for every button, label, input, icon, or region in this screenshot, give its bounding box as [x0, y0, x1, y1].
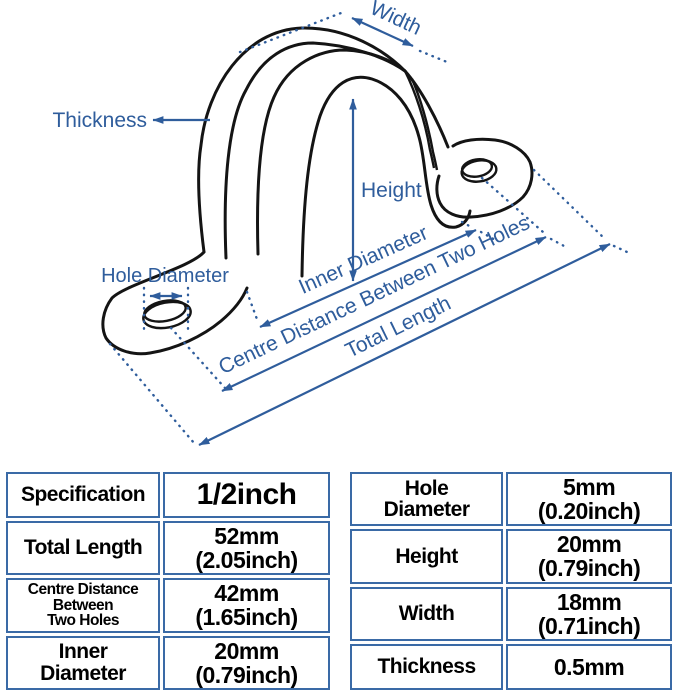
strap-right-inner-edge-1	[403, 70, 436, 169]
guide-tail-centre	[549, 237, 566, 248]
row-label: Inner Diameter	[6, 635, 161, 690]
row-value: 0.5mm	[506, 643, 672, 690]
row-value: 20mm (0.79inch)	[163, 635, 330, 690]
clamp-line-art	[101, 26, 534, 356]
strap-arch-2	[223, 41, 407, 260]
table-row: Thickness 0.5mm	[350, 643, 672, 690]
guide-right-foot-to-inner	[460, 220, 475, 230]
right-foot-hole-rim	[460, 158, 494, 178]
table-row: Height 20mm (0.79inch)	[350, 529, 672, 584]
table-row: Total Length 52mm (2.05inch)	[6, 521, 330, 576]
width-arrow	[351, 17, 414, 47]
right-foot-hole	[460, 159, 498, 183]
row-label: Hole Diameter	[350, 472, 504, 527]
height-label: Height	[361, 179, 422, 202]
table-row: Centre Distance Between Two Holes 42mm (…	[6, 578, 330, 633]
guide-right-hole-to-centre	[480, 176, 545, 234]
dimension-callouts: Width Thickness Height Hole Diameter	[52, 0, 629, 446]
spec-table-left: Specification 1/2inch Total Length 52mm …	[3, 469, 333, 693]
strap-arch-3	[256, 48, 407, 256]
table-row: Width 18mm (0.71inch)	[350, 586, 672, 641]
table-row: Inner Diameter 20mm (0.79inch)	[6, 635, 330, 690]
row-label: Height	[350, 529, 504, 584]
dimension-diagram: Width Thickness Height Hole Diameter	[52, 0, 629, 446]
strap-right-inner-edge-2	[410, 78, 439, 171]
left-foot-hole	[142, 300, 192, 330]
guide-left-leg-to-inner	[245, 290, 260, 324]
row-label: Total Length	[6, 521, 161, 576]
total-length-arrow	[198, 243, 611, 446]
row-value: 1/2inch	[163, 472, 330, 518]
guide-left-corner-to-total	[108, 342, 196, 445]
spec-table-right: Hole Diameter 5mm (0.20inch) Height 20mm…	[347, 469, 675, 693]
strap-right-outer-edge	[403, 69, 450, 149]
row-value: 42mm (1.65inch)	[163, 578, 330, 633]
guide-tail-total	[612, 244, 629, 254]
saddle-clamp-drawing: Width Thickness Height Hole Diameter	[52, 0, 629, 446]
hole-diameter-label: Hole Diameter	[101, 265, 229, 287]
row-value: 52mm (2.05inch)	[163, 521, 330, 576]
thickness-label: Thickness	[52, 109, 147, 132]
row-value: 20mm (0.79inch)	[506, 529, 672, 584]
row-value: 18mm (0.71inch)	[506, 586, 672, 641]
width-guide-dotted-left	[238, 11, 343, 54]
row-value: 5mm (0.20inch)	[506, 472, 672, 527]
table-row: Specification 1/2inch	[6, 472, 330, 518]
right-foot-outline	[435, 137, 534, 219]
row-label: Thickness	[350, 643, 504, 690]
width-guide-dotted-right	[418, 49, 449, 64]
row-label: Specification	[6, 472, 161, 518]
centre-distance-label: Centre Distance Between Two Holes	[215, 211, 533, 379]
left-foot-hole-rim	[143, 299, 187, 323]
width-label: Width	[367, 0, 425, 40]
strap-inner-arch	[300, 75, 472, 278]
table-row: Hole Diameter 5mm (0.20inch)	[350, 472, 672, 527]
guide-right-corner-to-total	[532, 168, 608, 242]
row-label: Centre Distance Between Two Holes	[6, 578, 161, 633]
row-label: Width	[350, 586, 504, 641]
